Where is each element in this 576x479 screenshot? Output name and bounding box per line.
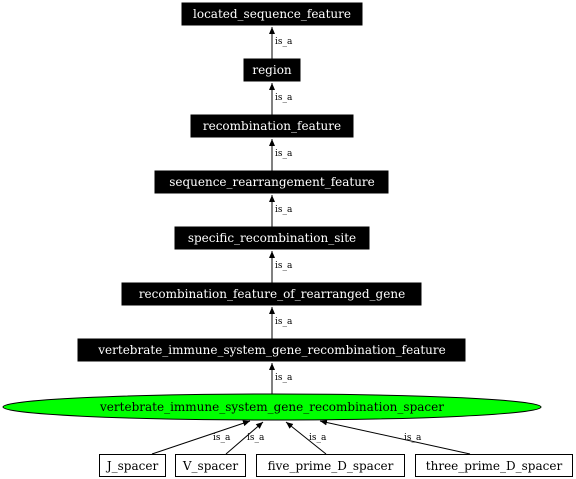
node-label: located_sequence_feature (193, 7, 351, 21)
edge-five-prime-to-spacer: is_a (285, 421, 327, 455)
node-box (99, 454, 166, 477)
node-box (415, 454, 573, 477)
edge-v-spacer-to-spacer: is_a (225, 421, 265, 455)
edge-line (225, 421, 264, 455)
node-label: recombination_feature (203, 119, 341, 133)
node-box (181, 2, 363, 26)
edge-vis-feature-to-rearranged-gene: is_a (269, 307, 293, 339)
node-box (175, 454, 246, 477)
node-box (256, 454, 405, 477)
node-label: region (252, 63, 292, 77)
node-vertebrate-immune-system-gene-recombination-spacer[interactable]: vertebrate_immune_system_gene_recombinat… (2, 393, 542, 421)
edge-rearranged-gene-to-specific-site: is_a (269, 251, 293, 283)
edge-line (151, 420, 251, 455)
edge-j-spacer-to-spacer: is_a (151, 420, 251, 455)
edge-label: is_a (275, 205, 293, 215)
node-j-spacer[interactable]: J_spacer (99, 454, 166, 477)
edge-label: is_a (275, 149, 293, 159)
node-box (190, 114, 354, 138)
edge-sequence-rearrangement-to-recombination-feature: is_a (269, 139, 293, 171)
edge-recombination-feature-to-region: is_a (269, 83, 293, 115)
node-label: recombination_feature_of_rearranged_gene (139, 287, 405, 301)
node-label: V_spacer (182, 459, 238, 473)
edge-specific-site-to-sequence-rearrangement: is_a (269, 195, 293, 227)
edge-label: is_a (275, 93, 293, 103)
edge-spacer-to-vis-feature: is_a (269, 363, 293, 395)
edge-label: is_a (275, 37, 293, 47)
node-vertebrate-immune-system-gene-recombination-feature[interactable]: vertebrate_immune_system_gene_recombinat… (77, 338, 466, 362)
node-box (174, 226, 370, 250)
node-box (154, 170, 389, 194)
edge-label: is_a (213, 433, 231, 443)
node-box (77, 338, 466, 362)
edge-label: is_a (309, 433, 327, 443)
node-label: specific_recombination_site (188, 231, 356, 245)
node-label: vertebrate_immune_system_gene_recombinat… (97, 343, 445, 357)
node-label: three_prime_D_spacer (426, 459, 563, 473)
edge-label: is_a (275, 317, 293, 327)
node-box (121, 282, 422, 306)
edge-label: is_a (247, 433, 265, 443)
node-sequence-rearrangement-feature[interactable]: sequence_rearrangement_feature (154, 170, 389, 194)
node-label: sequence_rearrangement_feature (169, 175, 375, 189)
node-label: five_prime_D_spacer (268, 459, 394, 473)
node-v-spacer[interactable]: V_spacer (175, 454, 246, 477)
node-specific-recombination-site[interactable]: specific_recombination_site (174, 226, 370, 250)
edge-line (319, 419, 471, 455)
node-five-prime-d-spacer[interactable]: five_prime_D_spacer (256, 454, 405, 477)
edge-line (285, 421, 327, 455)
edge-region-to-located: is_a (269, 27, 293, 59)
node-ellipse (2, 393, 542, 421)
node-box (243, 58, 301, 82)
edge-three-prime-to-spacer: is_a (319, 419, 471, 455)
node-recombination-feature-of-rearranged-gene[interactable]: recombination_feature_of_rearranged_gene (121, 282, 422, 306)
edge-label: is_a (275, 373, 293, 383)
node-located-sequence-feature[interactable]: located_sequence_feature (181, 2, 363, 26)
node-three-prime-d-spacer[interactable]: three_prime_D_spacer (415, 454, 573, 477)
edge-label: is_a (275, 261, 293, 271)
node-recombination-feature[interactable]: recombination_feature (190, 114, 354, 138)
node-label: vertebrate_immune_system_gene_recombinat… (99, 400, 444, 414)
edge-label: is_a (404, 433, 422, 443)
node-label: J_spacer (105, 459, 159, 473)
node-region[interactable]: region (243, 58, 301, 82)
